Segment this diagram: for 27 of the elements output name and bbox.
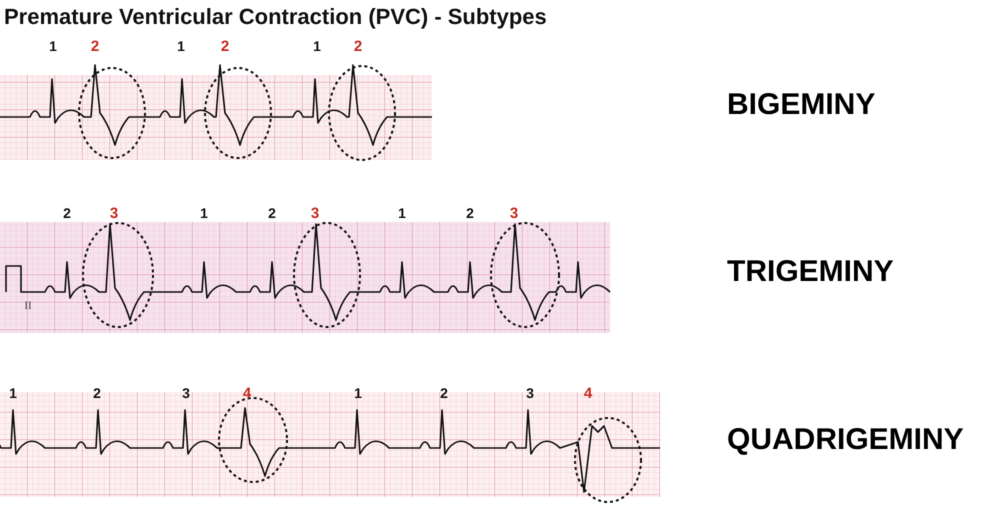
beat-number: 2 bbox=[63, 205, 71, 221]
beat-number: 1 bbox=[49, 38, 57, 54]
beat-number: 1 bbox=[313, 38, 321, 54]
beat-number: 3 bbox=[182, 385, 190, 401]
beat-number: 2 bbox=[268, 205, 276, 221]
beat-number: 2 bbox=[93, 385, 101, 401]
subtype-name: BIGEMINY bbox=[727, 88, 876, 122]
pvc-beat-number: 4 bbox=[584, 385, 592, 402]
beat-number: 1 bbox=[200, 205, 208, 221]
beat-number: 2 bbox=[440, 385, 448, 401]
pvc-beat-number: 4 bbox=[242, 385, 252, 402]
beat-number: 1 bbox=[177, 38, 185, 54]
beat-number: 1 bbox=[354, 385, 362, 401]
beat-number: 2 bbox=[466, 205, 474, 221]
pvc-beat-number: 3 bbox=[310, 205, 320, 222]
pvc-beat-number: 3 bbox=[110, 205, 118, 222]
pvc-beat-number: 2 bbox=[90, 38, 100, 55]
subtype-name: TRIGEMINY bbox=[727, 255, 894, 289]
beat-number: 1 bbox=[398, 205, 406, 221]
subtype-name: QUADRIGEMINY bbox=[727, 423, 964, 457]
title: Premature Ventricular Contraction (PVC) - Subtypes bbox=[4, 4, 547, 30]
pvc-beat-number: 2 bbox=[354, 38, 362, 55]
beat-number: 1 bbox=[9, 385, 17, 401]
pvc-beat-number: 2 bbox=[220, 38, 230, 55]
beat-number: 3 bbox=[526, 385, 534, 401]
lead-label: II bbox=[24, 300, 32, 312]
pvc-beat-number: 3 bbox=[510, 205, 518, 222]
